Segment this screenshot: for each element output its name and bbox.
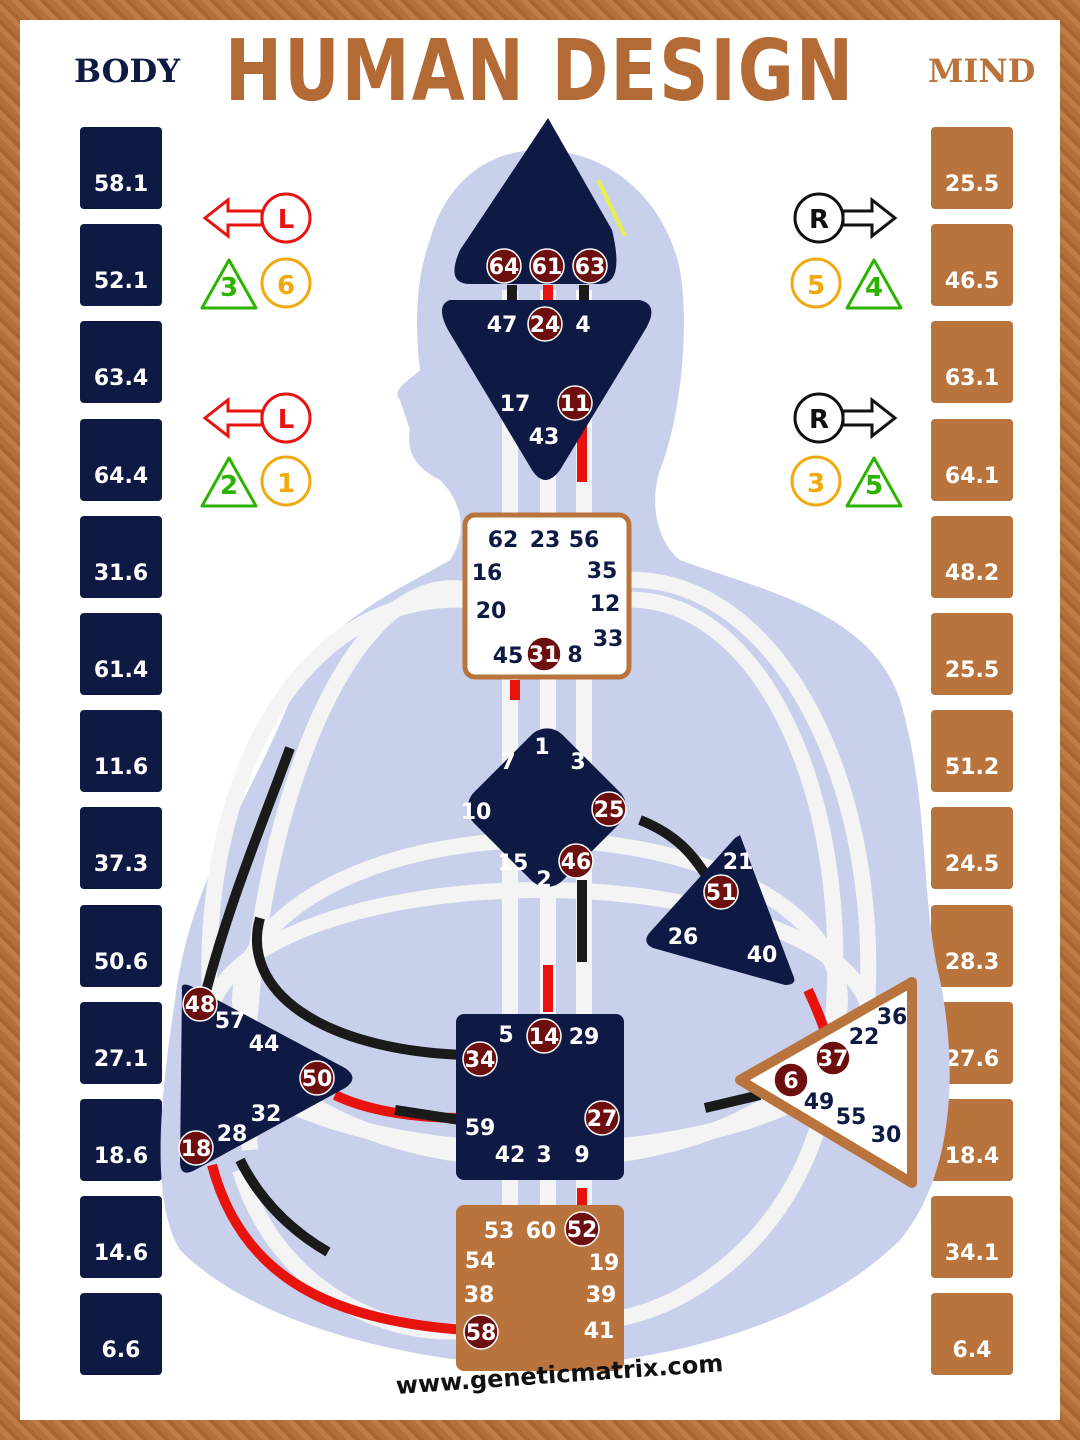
gate-44-label: 44 [249, 1032, 280, 1057]
gate-41-label: 41 [584, 1319, 615, 1344]
gate-64-label: 64 [489, 255, 520, 280]
variable-letter: R [809, 405, 829, 435]
gate-27-label: 27 [587, 1107, 618, 1132]
gate-55-label: 55 [836, 1105, 867, 1130]
gate-23-label: 23 [530, 528, 561, 553]
gate-21-label: 21 [723, 850, 754, 875]
gate-10-label: 10 [461, 800, 492, 825]
gate-25-label: 25 [594, 798, 625, 823]
gate-48-label: 48 [185, 993, 216, 1018]
gate-32-label: 32 [251, 1102, 282, 1127]
gate-26-label: 26 [668, 925, 699, 950]
gate-11-label: 11 [560, 392, 591, 417]
gate-4-label: 4 [575, 313, 590, 338]
gate-34-label: 34 [465, 1048, 496, 1073]
gate-61-label: 61 [532, 255, 563, 280]
gate-20-label: 20 [476, 599, 507, 624]
gate-42-label: 42 [495, 1143, 526, 1168]
gate-6-label: 6 [783, 1069, 798, 1094]
gate-63-label: 63 [575, 255, 606, 280]
gate-18-label: 18 [181, 1137, 212, 1162]
gate-12-label: 12 [590, 592, 621, 617]
gate-9-label: 9 [574, 1143, 589, 1168]
gate-58-label: 58 [466, 1321, 497, 1346]
variable-left-top: L 3 6 [202, 194, 310, 308]
gate-36-label: 36 [877, 1005, 908, 1030]
gate-52-label: 52 [567, 1218, 598, 1243]
gate-49-label: 49 [804, 1090, 835, 1115]
gate-28-label: 28 [217, 1122, 248, 1147]
gate-46-label: 46 [561, 850, 592, 875]
variable-letter: R [809, 205, 829, 235]
variable-number: 1 [277, 469, 295, 499]
left-arrow-icon [205, 200, 262, 236]
variable-right-top: R 5 4 [792, 194, 901, 308]
gate-19-label: 19 [589, 1251, 620, 1276]
gate-1-label: 1 [534, 735, 549, 760]
gate-3-label: 3 [570, 750, 585, 775]
gate-37-label: 37 [818, 1047, 849, 1072]
gate-33-label: 33 [593, 627, 624, 652]
gate-3-label: 3 [536, 1143, 551, 1168]
variable-number: 3 [220, 273, 238, 303]
variable-number: 6 [277, 271, 295, 301]
gate-56-label: 56 [569, 528, 600, 553]
variable-number: 2 [220, 471, 238, 501]
variable-left-bottom: L 2 1 [202, 394, 310, 506]
gate-35-label: 35 [587, 559, 618, 584]
right-arrow-icon [843, 400, 895, 436]
gate-15-label: 15 [498, 851, 529, 876]
gate-47-label: 47 [487, 313, 518, 338]
right-arrow-icon [843, 200, 895, 236]
left-arrow-icon [205, 400, 262, 436]
gate-54-label: 54 [465, 1249, 496, 1274]
gate-60-label: 60 [526, 1219, 557, 1244]
gate-59-label: 59 [465, 1116, 496, 1141]
gate-40-label: 40 [747, 943, 778, 968]
gate-14-label: 14 [529, 1025, 560, 1050]
gate-53-label: 53 [484, 1219, 515, 1244]
gate-5-label: 5 [498, 1023, 513, 1048]
gate-7-label: 7 [500, 750, 515, 775]
gate-17-label: 17 [500, 392, 531, 417]
variable-number: 3 [807, 469, 825, 499]
gate-38-label: 38 [464, 1283, 495, 1308]
gate-62-label: 62 [488, 528, 519, 553]
gate-29-label: 29 [569, 1025, 600, 1050]
variable-number: 4 [865, 273, 883, 303]
gate-16-label: 16 [472, 561, 503, 586]
gate-22-label: 22 [849, 1025, 880, 1050]
variable-letter: L [278, 205, 295, 235]
variable-letter: L [278, 405, 295, 435]
variable-number: 5 [865, 471, 883, 501]
gate-30-label: 30 [871, 1123, 902, 1148]
variable-right-bottom: R 3 5 [792, 394, 901, 506]
gate-39-label: 39 [586, 1283, 617, 1308]
gate-8-label: 8 [567, 643, 582, 668]
gate-43-label: 43 [529, 425, 560, 450]
gate-50-label: 50 [302, 1067, 333, 1092]
gate-45-label: 45 [493, 644, 524, 669]
gate-51-label: 51 [706, 881, 737, 906]
gate-57-label: 57 [215, 1009, 246, 1034]
variable-number: 5 [807, 271, 825, 301]
gate-2-label: 2 [536, 868, 551, 893]
gate-31-label: 31 [529, 643, 560, 668]
gate-24-label: 24 [530, 313, 561, 338]
